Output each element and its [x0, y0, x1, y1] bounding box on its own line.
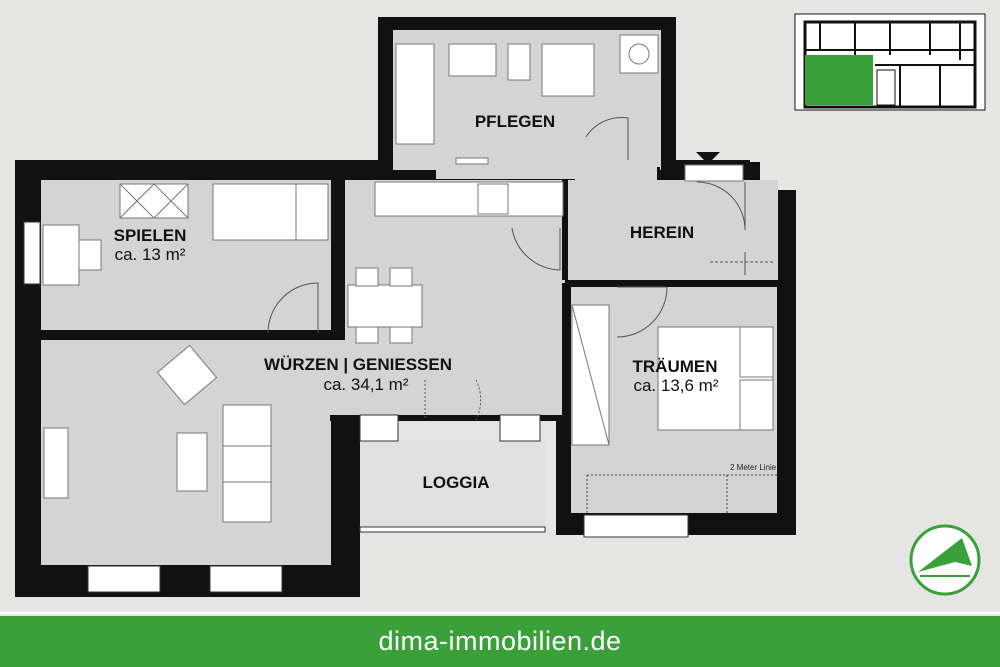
sink [448, 43, 497, 77]
entrance-arrow-icon [696, 152, 720, 164]
footer-divider [0, 612, 1000, 614]
armchair [156, 344, 218, 406]
area-spielen: ca. 13 m² [115, 245, 186, 264]
label-spielen: SPIELEN [114, 226, 187, 245]
label-traeumen: TRÄUMEN [633, 357, 718, 376]
floor-herein [568, 180, 778, 280]
windows [23, 221, 689, 593]
shower [541, 43, 595, 97]
toilet [507, 43, 531, 81]
shoe-cabinet [684, 164, 744, 182]
coffee-table [176, 432, 208, 492]
two-meter-line-label: 2 Meter Linie [730, 463, 777, 472]
website-link[interactable]: dima-immobilien.de [378, 626, 622, 656]
area-wuerzen: ca. 34,1 m² [323, 375, 408, 394]
dining-table [347, 284, 423, 328]
floor-loggia [360, 440, 545, 528]
area-traeumen: ca. 13,6 m² [633, 376, 718, 395]
label-herein: HEREIN [630, 223, 694, 242]
desk [42, 224, 80, 286]
label-pflegen: PFLEGEN [475, 112, 555, 131]
kitchen-counter [374, 181, 564, 217]
washer [619, 34, 659, 74]
doors [267, 117, 775, 421]
footer-bar: dima-immobilien.de [0, 616, 1000, 667]
dima-logo-icon [909, 524, 981, 596]
floor-living-link [320, 340, 565, 415]
wardrobe [119, 183, 189, 219]
label-loggia: LOGGIA [422, 473, 489, 492]
furniture [42, 34, 774, 523]
label-wuerzen: WÜRZEN | GENIESSEN [264, 355, 452, 374]
sofa [222, 404, 272, 523]
sideboard [43, 427, 69, 499]
bathtub [395, 43, 435, 145]
key-plan-icon [794, 13, 986, 111]
